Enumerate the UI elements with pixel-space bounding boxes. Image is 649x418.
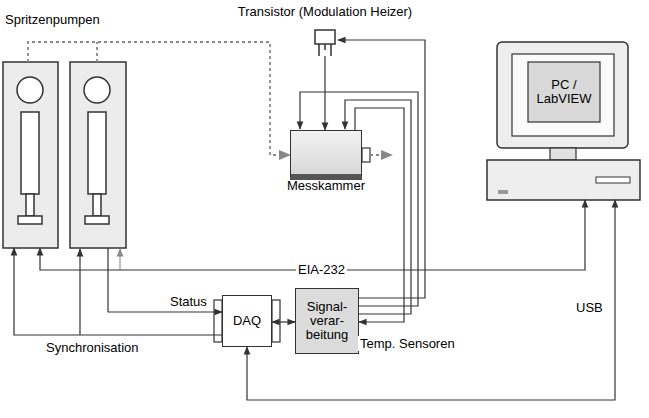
power-led bbox=[498, 190, 508, 194]
daq-box: DAQ bbox=[222, 295, 272, 347]
screen-area: PC / LabVIEW bbox=[528, 62, 600, 122]
node-heading: Messkammer bbox=[287, 178, 365, 193]
signal-label: Synchronisation bbox=[44, 340, 141, 355]
measuring-chamber: Messkammer bbox=[290, 130, 362, 180]
pump-group: Spritzenpumpen bbox=[3, 62, 126, 248]
syringe-plunger bbox=[93, 194, 101, 216]
signal-label: EIA-232 bbox=[296, 262, 347, 277]
chamber-port bbox=[362, 148, 370, 162]
signal-label: USB bbox=[574, 300, 605, 315]
signal-wire bbox=[14, 248, 222, 335]
pump-housing bbox=[70, 62, 126, 248]
syringe-plunger bbox=[26, 194, 34, 216]
pump-dial bbox=[17, 77, 43, 103]
transistor-symbol bbox=[315, 30, 335, 44]
node-label: PC / LabVIEW bbox=[532, 78, 596, 106]
signal-wire bbox=[108, 248, 222, 312]
daq-connector bbox=[214, 300, 222, 342]
signal-wire bbox=[324, 56, 325, 130]
node-label: DAQ bbox=[233, 314, 261, 328]
monitor-screen bbox=[512, 54, 614, 136]
syringe-body bbox=[21, 112, 39, 194]
monitor-stand bbox=[550, 148, 576, 160]
transistor: Transistor (Modulation Heizer) bbox=[312, 28, 338, 56]
drive-slot bbox=[596, 177, 630, 183]
signal-box: Signal- verar- beitung bbox=[295, 288, 359, 354]
plunger-holder bbox=[85, 216, 109, 224]
pump-housing bbox=[3, 62, 58, 248]
monitor bbox=[497, 42, 628, 148]
signal-label: Temp. Sensoren bbox=[358, 336, 457, 351]
transistor-leg bbox=[319, 44, 331, 56]
node-heading: Spritzenpumpen bbox=[5, 12, 100, 27]
signal-wire bbox=[247, 200, 615, 400]
node-label: Signal- verar- beitung bbox=[300, 300, 354, 342]
daq-connector bbox=[272, 300, 280, 342]
fluid-line bbox=[28, 42, 290, 155]
pump-dial bbox=[84, 77, 110, 103]
signal-wire bbox=[272, 321, 295, 322]
signal-label: Status bbox=[168, 294, 209, 309]
fluid-outlet bbox=[370, 154, 392, 156]
signal-wire bbox=[355, 108, 404, 322]
fluid-line bbox=[96, 42, 98, 62]
software-window bbox=[528, 62, 600, 122]
signal-wire bbox=[40, 200, 585, 270]
node-heading: Transistor (Modulation Heizer) bbox=[238, 4, 412, 19]
serial-wire bbox=[119, 249, 120, 270]
pc: PC / LabVIEW bbox=[487, 42, 640, 200]
syringe-body bbox=[88, 112, 106, 194]
plunger-holder bbox=[18, 216, 42, 224]
pc-case bbox=[487, 160, 640, 200]
sync-wire bbox=[79, 249, 80, 335]
